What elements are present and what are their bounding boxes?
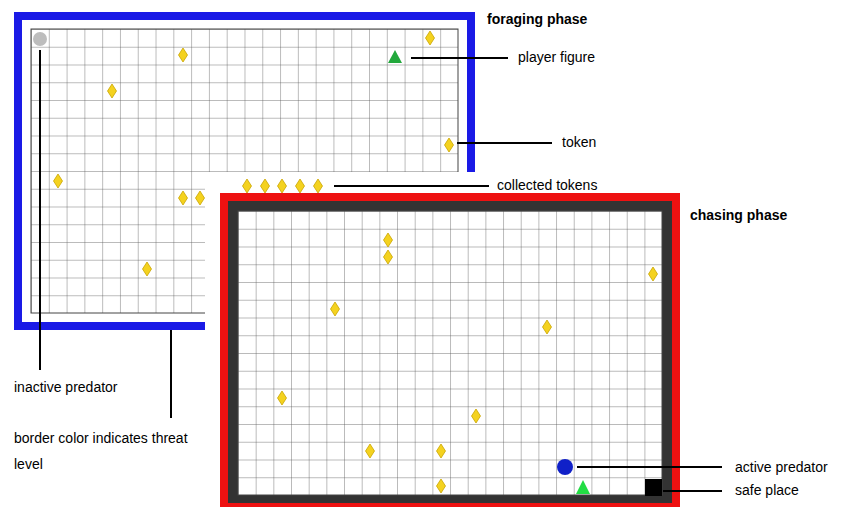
chasing-panel: [205, 172, 680, 507]
callout-label: token: [562, 134, 596, 151]
player-figure: [388, 50, 402, 63]
active-predator: [557, 459, 573, 475]
callout-label: player figure: [518, 49, 595, 66]
panel-heading: foraging phase: [487, 11, 587, 28]
safe-place: [645, 479, 662, 496]
callout-label: safe place: [735, 482, 799, 499]
leader-lines: [40, 50, 722, 491]
inactive-predator: [33, 32, 47, 46]
callout-label: inactive predator: [14, 379, 118, 396]
callout-label: active predator: [735, 459, 828, 476]
callout-label: border color indicates threat level: [14, 425, 194, 477]
player-figure: [576, 480, 590, 494]
panel-heading: chasing phase: [690, 207, 787, 224]
callout-label: collected tokens: [497, 177, 597, 194]
